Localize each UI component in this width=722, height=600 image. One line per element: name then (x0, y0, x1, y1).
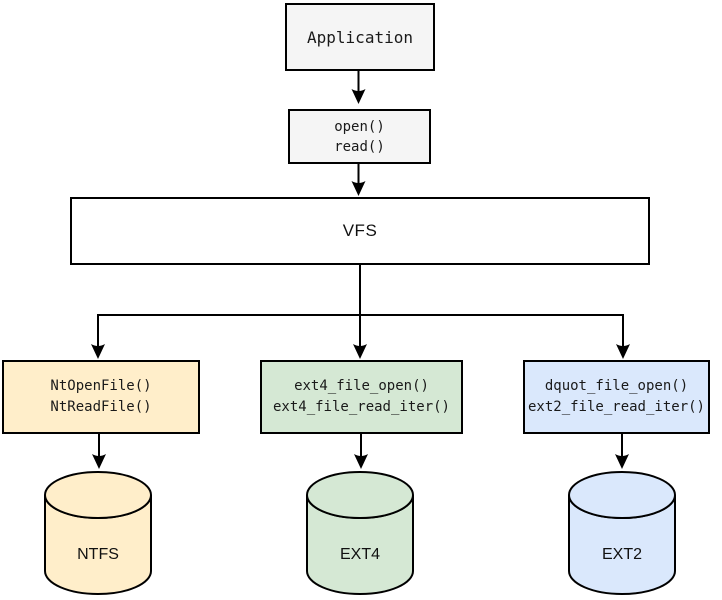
node-label: open() (334, 118, 385, 135)
edge-ext2-api-to-ext2-store (615, 434, 629, 469)
edge-ext4-api-to-ext4-store (354, 434, 368, 469)
node-vfs: VFS (70, 197, 650, 265)
edge-application-to-syscalls (351, 71, 366, 104)
arrowhead-icon (615, 454, 629, 469)
node-label: read() (334, 138, 385, 155)
edge-syscalls-to-vfs (351, 164, 366, 196)
arrowhead-icon (354, 454, 368, 469)
arrowhead-icon (91, 344, 105, 359)
node-syscalls: open() read() (288, 109, 431, 164)
database-cylinder-icon (44, 471, 152, 595)
node-label: ext4_file_open() (294, 378, 429, 394)
arrowhead-icon (351, 89, 366, 104)
cylinder-label: EXT4 (339, 546, 380, 563)
node-label: Application (307, 27, 413, 47)
node-label: dquot_file_open() (544, 378, 689, 394)
node-label: NtOpenFile() (50, 378, 152, 394)
edge-vfs-branch (98, 265, 623, 316)
arrowhead-icon (616, 344, 630, 359)
cylinder-ext4: EXT4 (305, 470, 415, 596)
cylinder-ext2: EXT2 (567, 470, 677, 596)
node-ntfs-api: NtOpenFile() NtReadFile() (2, 360, 200, 434)
cylinder-ntfs: NTFS (43, 470, 153, 596)
database-cylinder-icon (568, 471, 676, 595)
edge-vfs-to-ext2-api (616, 314, 630, 359)
node-label: ext4_file_read_iter() (272, 399, 450, 415)
edge-ntfs-api-to-ntfs-store (92, 434, 106, 469)
node-label: ext2_file_read_iter() (527, 399, 705, 415)
edge-vfs-to-ext4-api (353, 314, 367, 359)
node-label: VFS (342, 221, 378, 240)
edge-vfs-to-ntfs-api (91, 314, 105, 359)
cylinder-label: NTFS (77, 546, 119, 563)
node-ext4-api: ext4_file_open() ext4_file_read_iter() (260, 360, 463, 434)
arrowhead-icon (92, 454, 106, 469)
database-cylinder-icon (306, 471, 414, 595)
cylinder-label: EXT2 (601, 546, 642, 563)
node-ext2-api: dquot_file_open() ext2_file_read_iter() (523, 360, 710, 434)
edge-line (98, 265, 623, 316)
node-label: NtReadFile() (50, 399, 152, 415)
arrowhead-icon (351, 181, 366, 196)
node-application: Application (285, 3, 435, 71)
arrowhead-icon (353, 344, 367, 359)
